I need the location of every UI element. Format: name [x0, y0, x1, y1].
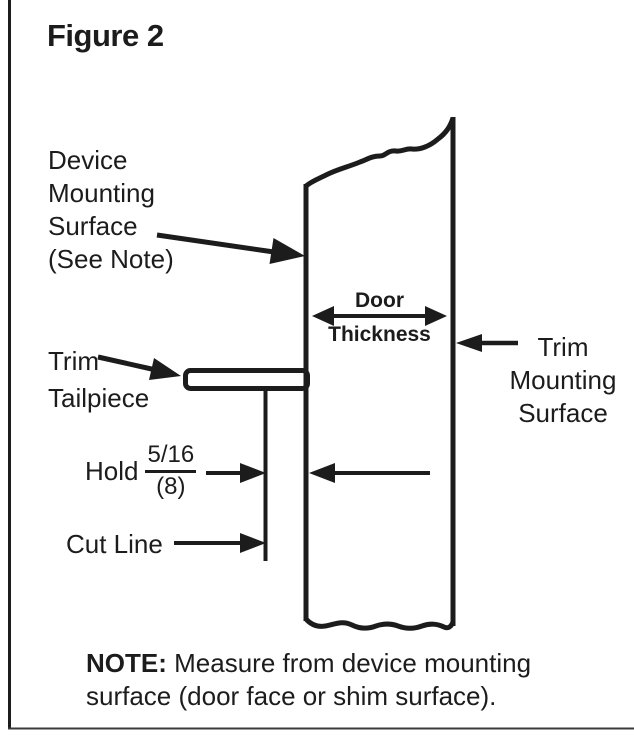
hold-dimension-opposing-arrow [309, 463, 430, 483]
note-text-line1: Measure from device mounting [174, 648, 532, 678]
note: NOTE: Measure from device mounting surfa… [86, 647, 602, 713]
hold-word: Hold [85, 455, 139, 486]
note-text-line2: surface (door face or shim surface). [86, 681, 497, 711]
trim-tailpiece-line: Trim [48, 346, 100, 376]
device-mounting-surface-label: Device Mounting Surface (See Note) [48, 144, 174, 276]
trim-mounting-surface-line: Mounting [509, 365, 617, 395]
device-mounting-surface-line: Surface [48, 211, 138, 241]
device-mounting-surface-line: (See Note) [48, 244, 174, 274]
note-label: NOTE: [86, 648, 167, 678]
door-top-torn-edge [304, 117, 456, 188]
device-mounting-surface-line: Mounting [48, 178, 155, 208]
hold-fraction-denominator: (8) [156, 473, 186, 500]
trim-tailpiece-label: Trim Tailpiece [48, 343, 149, 417]
trim-mounting-arrow [456, 334, 518, 352]
trim-tailpiece-line: Tailpiece [48, 383, 150, 413]
trim-tailpiece-bar [183, 368, 310, 391]
hold-dimension-arrow [206, 463, 266, 483]
door-thickness-label-line2: Thickness [328, 323, 431, 346]
cut-line-arrow [174, 533, 266, 553]
trim-tailpiece-arrow [97, 354, 181, 380]
door-thickness-label-line1: Door [355, 289, 404, 312]
trim-mounting-surface-line: Surface [518, 398, 608, 428]
cut-line-label: Cut Line [66, 529, 163, 559]
trim-mounting-surface-label: Trim Mounting Surface [495, 331, 631, 430]
trim-mounting-surface-line: Trim [537, 332, 589, 362]
door-bottom-torn-edge [304, 617, 456, 631]
hold-fraction-numerator: 5/16 [145, 441, 197, 473]
device-mounting-surface-line: Device [48, 145, 128, 175]
hold-fraction: 5/16 (8) [145, 441, 197, 501]
door-thickness-arrow [312, 306, 447, 326]
device-mounting-arrow [156, 232, 305, 264]
hold-dimension-label: Hold 5/16 (8) [85, 441, 197, 501]
figure-title: Figure 2 [47, 18, 164, 53]
